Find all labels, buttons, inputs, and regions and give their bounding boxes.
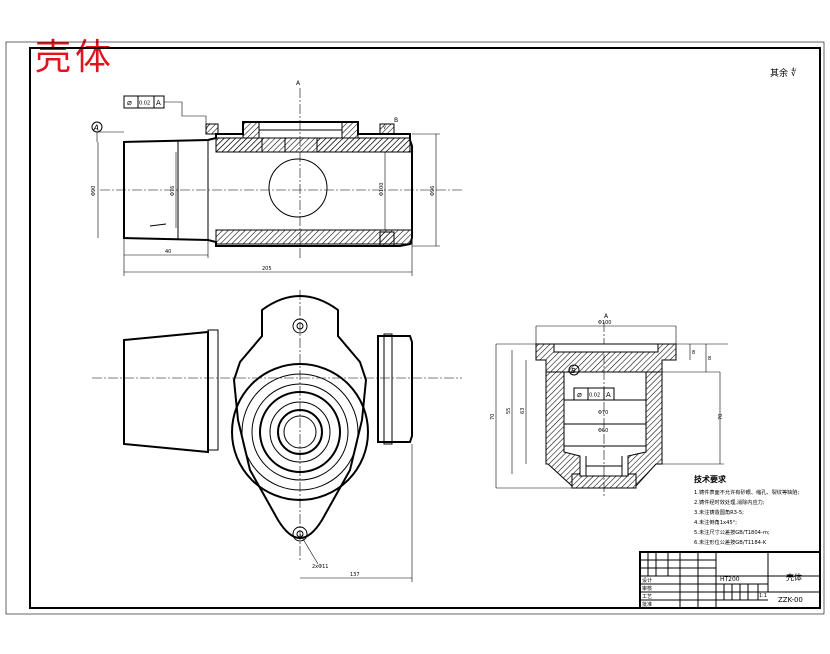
tech-req-item: 3.未注铸造圆角R3-5;: [694, 508, 744, 516]
datum-a-label: A: [93, 124, 99, 133]
drawing-title: 壳体: [35, 37, 116, 78]
tech-req-item: 6.未注形位公差按GB/T1184-K: [694, 538, 767, 546]
svg-text:70: 70: [490, 414, 496, 420]
svg-text:设计: 设计: [642, 577, 652, 584]
side-right-tube: [377, 335, 413, 443]
front-view: A A: [91, 80, 462, 276]
side-ring-1: [231, 363, 369, 501]
svg-text:√: √: [383, 124, 387, 131]
section-wall-left: [545, 371, 581, 488]
svg-text:审核: 审核: [642, 585, 652, 592]
title-block: 设计 审核 工艺 批准 HT200 1:1 壳体 ZZK-00: [639, 551, 821, 609]
tech-req-heading: 技术要求: [694, 474, 727, 484]
front-wall-top-b: [316, 137, 411, 153]
svg-text:HT200: HT200: [720, 576, 740, 583]
svg-text:0.02: 0.02: [589, 393, 600, 399]
svg-text:Φ100: Φ100: [598, 320, 611, 326]
svg-text:⌀: ⌀: [127, 98, 132, 107]
section-view: A B ⌀ 0.02 A Φ100 Φ70: [490, 313, 728, 498]
svg-text:A: A: [606, 391, 611, 399]
gdt-frame-section: ⌀ 0.02 A: [573, 387, 615, 401]
front-cross-hole: [268, 158, 328, 218]
svg-text:批准: 批准: [642, 601, 652, 608]
svg-text:1:1: 1:1: [759, 593, 767, 599]
side-view: 2xΦ11 137: [92, 290, 462, 582]
roughness-note: 其余 ∜: [770, 67, 797, 79]
svg-text:Φ76: Φ76: [170, 186, 176, 196]
tech-req-item: 1.铸件表面不允许有砂眼、缩孔、裂纹等缺陷;: [694, 488, 800, 496]
svg-text:B: B: [571, 367, 576, 375]
svg-text:0.02: 0.02: [139, 101, 150, 107]
svg-text:55: 55: [506, 408, 512, 414]
title-block-drawing-no: ZZK-00: [778, 596, 803, 604]
svg-text:137: 137: [350, 572, 360, 578]
svg-text:工艺: 工艺: [642, 594, 652, 600]
title-block-part-name: 壳体: [786, 572, 802, 582]
front-top-flange-left: [242, 121, 260, 139]
svg-text:A: A: [604, 313, 609, 320]
svg-text:Φ90: Φ90: [91, 186, 97, 196]
section-bottom: [571, 473, 637, 489]
front-top-flange-right: [341, 121, 359, 139]
gdt-frame-front: ⌀ 0.02 A: [123, 95, 207, 124]
svg-text:70: 70: [718, 414, 724, 420]
svg-text:40: 40: [165, 249, 171, 255]
svg-text:⌀: ⌀: [577, 390, 582, 399]
svg-text:8: 8: [692, 350, 695, 356]
svg-text:Φ96: Φ96: [430, 186, 436, 196]
tech-req-item: 4.未注倒角1x45°;: [694, 518, 737, 526]
tech-req-item: 2.铸件经时效处理,消除内应力;: [694, 498, 765, 506]
side-flange: [232, 295, 368, 539]
front-section-mark: A: [296, 80, 301, 87]
front-wall-top-a: [215, 137, 286, 153]
side-left-tube: [123, 330, 209, 454]
svg-text:205: 205: [262, 266, 272, 272]
inner-border: [29, 47, 821, 609]
svg-text:2xΦ11: 2xΦ11: [312, 564, 328, 570]
svg-text:Φ60: Φ60: [598, 428, 608, 434]
svg-text:Φ70: Φ70: [598, 410, 608, 416]
side-ear-hole-bottom: [292, 526, 308, 542]
side-inner-bore: [277, 409, 323, 455]
svg-text:8: 8: [708, 356, 711, 362]
svg-text:63: 63: [520, 408, 526, 414]
datum-b-label: B: [394, 117, 398, 124]
tech-req-item: 5.未注尺寸公差按GB/T1804-m;: [694, 528, 770, 536]
svg-text:√: √: [205, 124, 209, 131]
outer-border: [5, 41, 825, 615]
section-wall-right: [627, 371, 663, 488]
tech-requirements: 技术要求 1.铸件表面不允许有砂眼、缩孔、裂纹等缺陷; 2.铸件经时效处理,消除…: [694, 474, 800, 546]
side-ear-hole-top: [292, 318, 308, 334]
svg-text:A: A: [156, 99, 161, 107]
svg-text:Φ100: Φ100: [379, 183, 385, 196]
